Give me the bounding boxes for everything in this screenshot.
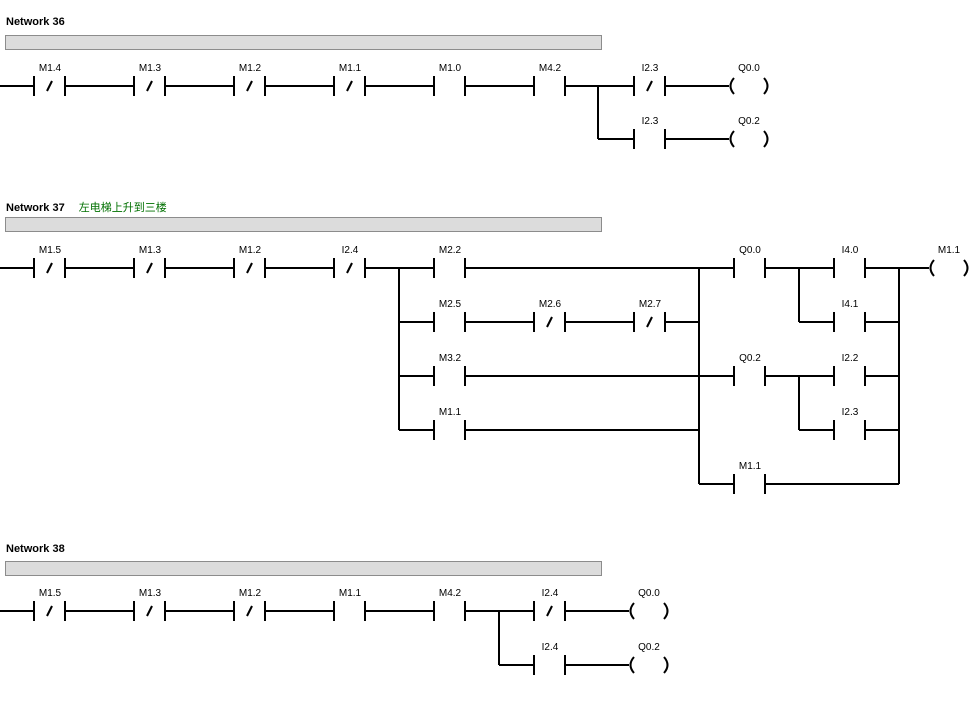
- contact-label: M1.3: [139, 63, 162, 74]
- output-coil[interactable]: M1.1: [929, 245, 969, 277]
- no-contact[interactable]: Q0.2: [733, 353, 766, 386]
- network-36-title: Network 36: [6, 16, 65, 28]
- output-coil[interactable]: Q0.2: [729, 116, 769, 148]
- contact-label: M1.3: [139, 245, 162, 256]
- contact-label: M1.5: [39, 588, 62, 599]
- contact-label: M1.5: [39, 245, 62, 256]
- network-37-comment: 左电梯上升到三楼: [78, 202, 167, 214]
- no-contact[interactable]: M4.2: [433, 588, 466, 621]
- no-contact[interactable]: M1.1: [733, 461, 766, 494]
- nc-contact[interactable]: M1.2: [233, 588, 266, 621]
- no-contact[interactable]: I2.4: [533, 642, 566, 675]
- contact-label: M1.2: [239, 588, 262, 599]
- contact-label: Q0.2: [739, 353, 761, 364]
- contact-label: I2.3: [642, 63, 659, 74]
- contact-label: M1.1: [739, 461, 762, 472]
- nc-contact[interactable]: M1.5: [33, 588, 66, 621]
- network-37-title: Network 37 左电梯上升到三楼: [6, 199, 167, 215]
- nc-contact[interactable]: I2.4: [533, 588, 566, 621]
- contact-label: I4.0: [842, 245, 859, 256]
- contact-label: M1.1: [339, 63, 362, 74]
- contact-label: I2.4: [342, 245, 359, 256]
- no-contact[interactable]: I2.3: [633, 116, 666, 149]
- no-contact[interactable]: M1.1: [333, 588, 366, 621]
- coil-label: Q0.2: [738, 116, 760, 127]
- network-38-title: Network 38: [6, 543, 65, 555]
- contact-label: M2.2: [439, 245, 462, 256]
- nc-contact[interactable]: I2.3: [633, 63, 666, 96]
- contact-label: M1.3: [139, 588, 162, 599]
- contact-label: M2.5: [439, 299, 462, 310]
- coil-label: Q0.0: [738, 63, 760, 74]
- contact-label: M1.0: [439, 63, 462, 74]
- no-contact[interactable]: I2.2: [833, 353, 866, 386]
- no-contact[interactable]: Q0.0: [733, 245, 766, 278]
- contact-label: I2.4: [542, 588, 559, 599]
- nc-contact[interactable]: I2.4: [333, 245, 366, 278]
- network-37-number: Network 37: [6, 202, 65, 214]
- network-38-comment-field[interactable]: [5, 561, 602, 576]
- contact-label: I2.3: [842, 407, 859, 418]
- network-36-number: Network 36: [6, 16, 65, 28]
- no-contact[interactable]: I4.0: [833, 245, 866, 278]
- contact-label: M1.2: [239, 63, 262, 74]
- contact-label: M3.2: [439, 353, 462, 364]
- nc-contact[interactable]: M1.4: [33, 63, 66, 96]
- contact-label: I2.2: [842, 353, 859, 364]
- contact-label: I4.1: [842, 299, 859, 310]
- network-37-comment-field[interactable]: [5, 217, 602, 232]
- contact-label: M2.7: [639, 299, 662, 310]
- contact-label: M1.1: [439, 407, 462, 418]
- contact-label: M2.6: [539, 299, 562, 310]
- nc-contact[interactable]: M1.3: [133, 245, 166, 278]
- nc-contact[interactable]: M1.1: [333, 63, 366, 96]
- no-contact[interactable]: M2.5: [433, 299, 466, 332]
- no-contact[interactable]: I2.3: [833, 407, 866, 440]
- no-contact[interactable]: M4.2: [533, 63, 566, 96]
- contact-label: I2.4: [542, 642, 559, 653]
- nc-contact[interactable]: M1.5: [33, 245, 66, 278]
- contact-label: M1.1: [339, 588, 362, 599]
- no-contact[interactable]: M3.2: [433, 353, 466, 386]
- contact-label: M1.4: [39, 63, 62, 74]
- no-contact[interactable]: M1.0: [433, 63, 466, 96]
- nc-contact[interactable]: M1.2: [233, 245, 266, 278]
- output-coil[interactable]: Q0.0: [629, 588, 669, 620]
- network-38-number: Network 38: [6, 543, 65, 555]
- no-contact[interactable]: M2.2: [433, 245, 466, 278]
- contact-label: M4.2: [439, 588, 462, 599]
- nc-contact[interactable]: M1.3: [133, 588, 166, 621]
- network-36-comment-field[interactable]: [5, 35, 602, 50]
- contact-label: M4.2: [539, 63, 562, 74]
- no-contact[interactable]: I4.1: [833, 299, 866, 332]
- contact-label: Q0.0: [739, 245, 761, 256]
- nc-contact[interactable]: M2.6: [533, 299, 566, 332]
- output-coil[interactable]: Q0.0: [729, 63, 769, 95]
- contact-label: M1.2: [239, 245, 262, 256]
- contact-label: I2.3: [642, 116, 659, 127]
- nc-contact[interactable]: M1.2: [233, 63, 266, 96]
- nc-contact[interactable]: M2.7: [633, 299, 666, 332]
- nc-contact[interactable]: M1.3: [133, 63, 166, 96]
- no-contact[interactable]: M1.1: [433, 407, 466, 440]
- coil-label: M1.1: [938, 245, 961, 256]
- coil-label: Q0.2: [638, 642, 660, 653]
- coil-label: Q0.0: [638, 588, 660, 599]
- output-coil[interactable]: Q0.2: [629, 642, 669, 674]
